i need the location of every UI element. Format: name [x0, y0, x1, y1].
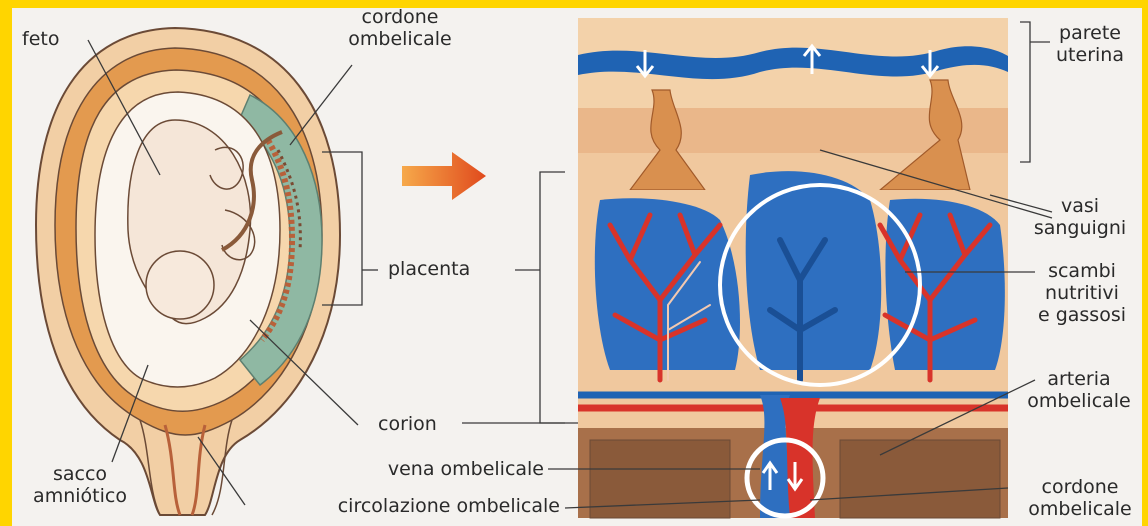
label-arteria-line2: ombelicale: [1014, 390, 1144, 412]
label-vasi-line2: sanguigni: [1020, 217, 1140, 239]
label-sacco-line1: sacco: [20, 463, 140, 485]
label-cordone-ombelicale-top: cordone ombelicale: [340, 6, 460, 50]
label-vena-ombelicale: vena ombelicale: [300, 458, 544, 480]
placenta-detail: [578, 18, 1008, 518]
arrow-icon: [402, 152, 486, 200]
label-sacco-amniotico: sacco amniótico: [20, 463, 140, 507]
label-vasi-sanguigni: vasi sanguigni: [1020, 195, 1140, 239]
label-cordone-ombelicale-bottom: cordone ombelicale: [1016, 476, 1144, 520]
label-scambi-line3: e gassosi: [1022, 304, 1142, 326]
label-vasi-line1: vasi: [1020, 195, 1140, 217]
label-parete-line1: parete: [1040, 22, 1140, 44]
label-scambi-line1: scambi: [1022, 260, 1142, 282]
label-cordone-bottom-line1: cordone: [1016, 476, 1144, 498]
label-feto: feto: [22, 28, 59, 50]
label-parete-uterina: parete uterina: [1040, 22, 1140, 66]
label-arteria-line1: arteria: [1014, 368, 1144, 390]
label-sacco-line2: amniótico: [20, 485, 140, 507]
label-scambi-line2: nutritivi: [1022, 282, 1142, 304]
label-cordone-top-line2: ombelicale: [340, 28, 460, 50]
uterus-illustration: [36, 28, 340, 515]
label-scambi-nutritivi: scambi nutritivi e gassosi: [1022, 260, 1142, 326]
label-cordone-bottom-line2: ombelicale: [1016, 498, 1144, 520]
label-placenta: placenta: [388, 258, 470, 280]
label-corion: corion: [378, 413, 437, 435]
label-arteria-ombelicale: arteria ombelicale: [1014, 368, 1144, 412]
label-circolazione-ombelicale: circolazione ombelicale: [240, 495, 560, 517]
label-parete-line2: uterina: [1040, 44, 1140, 66]
label-cordone-top-line1: cordone: [340, 6, 460, 28]
